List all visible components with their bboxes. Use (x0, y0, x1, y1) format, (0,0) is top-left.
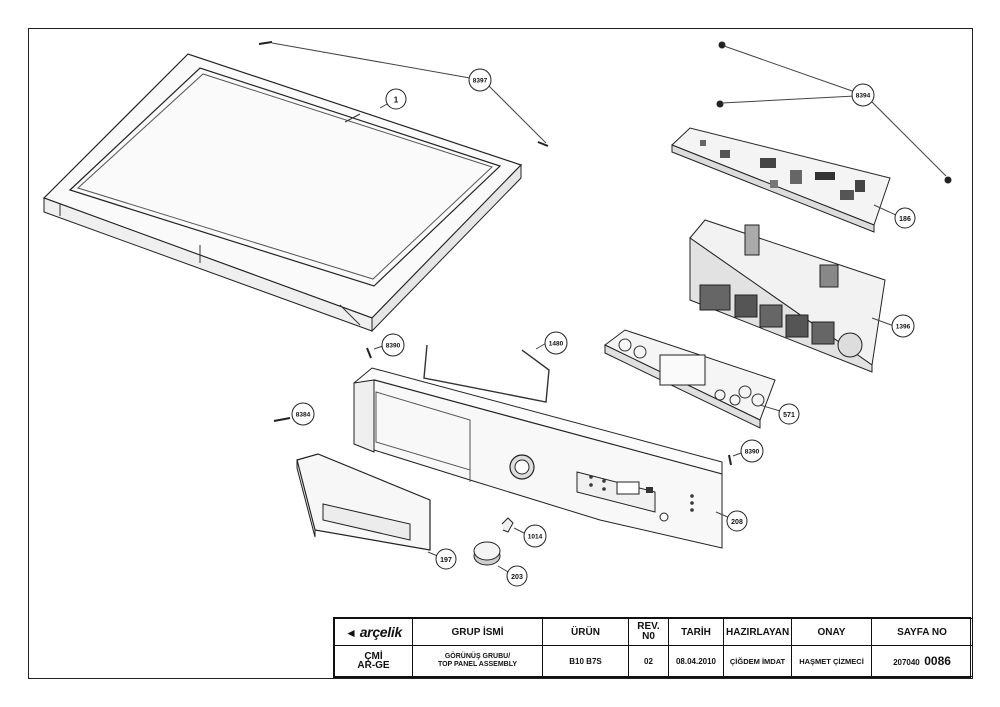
top-panel-part (42, 53, 523, 333)
callout-203-label: 203 (511, 574, 523, 581)
callout-208-label: 208 (731, 519, 743, 526)
approved-value: HAŞMET ÇİZMECİ (791, 645, 872, 677)
knob-part (473, 517, 525, 574)
sheet-value: 207040 0086 (871, 645, 973, 677)
callout-1014: 1014 (523, 524, 547, 548)
rev-header: REV. N0 (628, 618, 669, 646)
sheet-header: SAYFA NO (871, 618, 973, 646)
callout-8390a: 8390 (381, 333, 405, 357)
department-line1: ÇMİ (364, 651, 383, 662)
callout-1480-label: 1480 (549, 341, 564, 348)
brand-logo-text: arçelik (359, 624, 403, 640)
group-name-line1: GÖRÜNÜŞ GRUBU/ (444, 653, 511, 660)
product-value: B10 B7S (542, 645, 629, 677)
callout-8394: 8394 (851, 83, 875, 107)
callout-197-label: 197 (440, 557, 452, 564)
brand-logo-cell: ◄ arçelik (334, 618, 413, 646)
rev-value: 02 (628, 645, 669, 677)
rev-header-line1: REV. (637, 621, 660, 632)
callout-1396-label: 1396 (896, 324, 911, 331)
callout-1-label: 1 (394, 96, 399, 105)
approved-header: ONAY (791, 618, 872, 646)
prepared-header: HAZIRLAYAN (723, 618, 792, 646)
callout-186: 186 (894, 207, 916, 229)
drawer-front-part (296, 453, 441, 558)
control-panel-part (353, 367, 731, 549)
electronic-board-part (671, 127, 899, 233)
callout-8384: 8384 (291, 402, 315, 426)
callout-8394-label: 8394 (856, 93, 871, 100)
callout-571-label: 571 (783, 412, 795, 419)
callout-1480: 1480 (544, 331, 568, 355)
screw-8397-parts (258, 41, 549, 147)
callout-8390a-label: 8390 (386, 343, 401, 350)
sheet-number: 0086 (924, 654, 951, 668)
callout-571: 571 (778, 403, 800, 425)
product-header: ÜRÜN (542, 618, 629, 646)
group-name-header: GRUP İSMİ (412, 618, 543, 646)
group-name-line2: TOP PANEL ASSEMBLY (437, 661, 518, 668)
prepared-value: ÇİĞDEM İMDAT (723, 645, 792, 677)
callout-8384-label: 8384 (296, 412, 311, 419)
sheet-prefix: 207040 (893, 658, 920, 667)
keyboard-housing-part (689, 219, 895, 373)
screw-8390-8384-parts (273, 345, 742, 466)
callout-1014-label: 1014 (528, 534, 543, 541)
callout-8390b: 8390 (740, 439, 764, 463)
callout-8390b-label: 8390 (745, 449, 760, 456)
callout-1: 1 (385, 88, 407, 110)
callout-197: 197 (435, 548, 457, 570)
group-name-value: GÖRÜNÜŞ GRUBU/ TOP PANEL ASSEMBLY (412, 645, 543, 677)
title-block: ◄ arçelik GRUP İSMİ ÜRÜN REV. N0 TARİH H… (333, 617, 973, 678)
callout-203: 203 (506, 565, 528, 587)
title-block-table: ◄ arçelik GRUP İSMİ ÜRÜN REV. N0 TARİH H… (334, 618, 973, 677)
callout-186-label: 186 (899, 216, 911, 223)
callout-8397: 8397 (468, 68, 492, 92)
screw-8394-parts (716, 41, 952, 184)
callout-208: 208 (726, 510, 748, 532)
rev-header-line2: N0 (642, 631, 655, 642)
brand-logo-icon: ◄ (345, 626, 357, 640)
department-cell: ÇMİ AR-GE (334, 645, 413, 677)
date-header: TARİH (668, 618, 724, 646)
callout-8397-label: 8397 (473, 78, 488, 85)
drawing-frame (28, 28, 973, 679)
button-carrier-part (604, 329, 781, 429)
date-value: 08.04.2010 (668, 645, 724, 677)
callout-1396: 1396 (891, 314, 915, 338)
department-line2: AR-GE (357, 660, 390, 671)
